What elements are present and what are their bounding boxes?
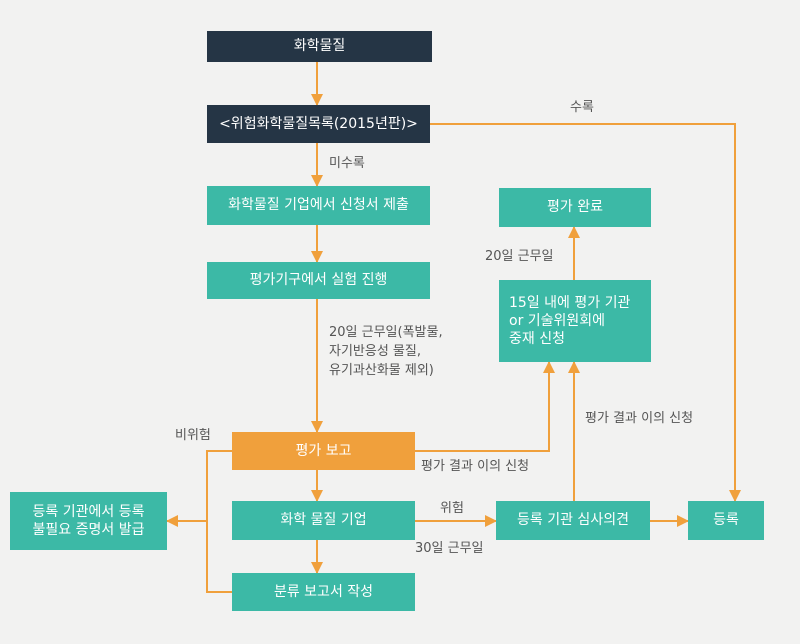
label-days20: 20일 근무일 [485,249,554,264]
node-done: 평가 완료 [499,188,651,227]
label-listed: 수록 [570,100,594,115]
arrow-listed-to-register [430,123,741,502]
label-unlisted: 미수록 [329,156,365,171]
node-submit: 화학물질 기업에서 신청서 제출 [207,186,430,225]
line-nonhazard-branch [206,450,232,593]
label-nonhazard: 비위험 [175,428,211,443]
node-exemption: 등록 기관에서 등록 불필요 증명서 발급 [10,492,167,550]
node-register: 등록 [688,501,764,540]
label-objection-review: 평가 결과 이의 신청 [585,411,694,426]
node-company: 화학 물질 기업 [232,501,415,540]
node-report: 평가 보고 [232,432,415,470]
label-days20-exceptions: 20일 근무일(폭발물, 자기반응성 물질, 유기과산화물 제외) [329,325,443,378]
node-inventory: <위험화학물질목록(2015년판)> [207,105,430,143]
node-chemical: 화학물질 [207,31,432,62]
node-test: 평가기구에서 실험 진행 [207,262,430,299]
node-classification: 분류 보고서 작성 [232,573,415,611]
node-review: 등록 기관 심사의견 [496,501,650,540]
arrow-report-to-appeal [415,361,555,452]
label-objection-report: 평가 결과 이의 신청 [421,459,530,474]
label-days30: 30일 근무일 [415,541,484,556]
label-hazard: 위험 [440,501,464,516]
node-appeal: 15일 내에 평가 기관 or 기술위원회에 중재 신청 [499,280,651,362]
